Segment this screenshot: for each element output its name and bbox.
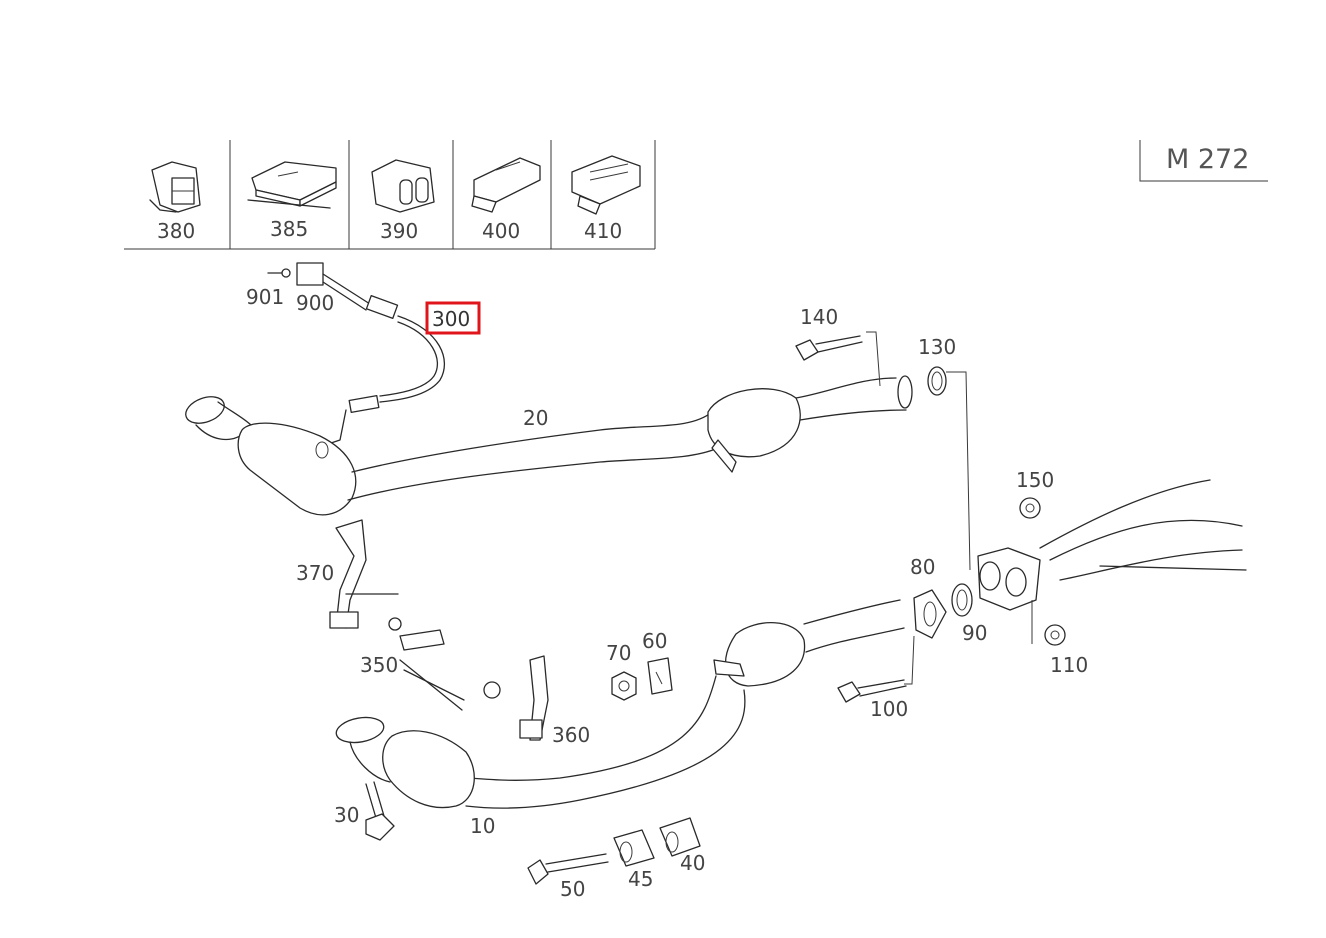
label-60: 60 bbox=[642, 629, 667, 653]
label-80: 80 bbox=[910, 555, 935, 579]
clip-380-label: 380 bbox=[157, 219, 195, 243]
sleeve-45[interactable] bbox=[613, 829, 655, 867]
label-50: 50 bbox=[560, 877, 585, 901]
gasket-80[interactable] bbox=[913, 589, 947, 639]
label-10: 10 bbox=[470, 814, 495, 838]
label-900: 900 bbox=[296, 291, 334, 315]
clip-variant-table: 380 385 390 400 bbox=[124, 140, 656, 250]
label-20: 20 bbox=[523, 406, 548, 430]
oxygen-sensor-300[interactable] bbox=[267, 262, 445, 445]
clip-410-label: 410 bbox=[584, 219, 622, 243]
engine-code: M 272 bbox=[1166, 144, 1249, 175]
highlight-box-300 bbox=[425, 301, 481, 335]
clip-410-icon[interactable] bbox=[571, 155, 641, 215]
label-140: 140 bbox=[800, 305, 838, 329]
label-130: 130 bbox=[918, 335, 956, 359]
bracket-370[interactable] bbox=[329, 519, 399, 629]
engine-code-box: M 272 bbox=[1139, 140, 1268, 182]
nut-70[interactable] bbox=[611, 671, 637, 701]
label-110: 110 bbox=[1050, 653, 1088, 677]
bolt-50[interactable] bbox=[527, 853, 609, 885]
clip-385-icon[interactable] bbox=[247, 161, 337, 209]
label-360: 360 bbox=[552, 723, 590, 747]
rear-pipe-junction[interactable] bbox=[977, 479, 1247, 646]
label-90: 90 bbox=[962, 621, 987, 645]
clip-390-icon[interactable] bbox=[371, 159, 435, 213]
exhaust-pipe-20[interactable] bbox=[182, 331, 971, 571]
label-300[interactable]: 300 bbox=[432, 307, 470, 331]
sleeve-40[interactable] bbox=[659, 817, 701, 857]
label-370: 370 bbox=[296, 561, 334, 585]
bracket-360[interactable] bbox=[519, 655, 549, 741]
clip-380-icon[interactable] bbox=[149, 161, 201, 213]
label-45: 45 bbox=[628, 867, 653, 891]
label-40: 40 bbox=[680, 851, 705, 875]
plate-60[interactable] bbox=[647, 657, 673, 695]
clip-400-icon[interactable] bbox=[471, 157, 541, 213]
clip-390-label: 390 bbox=[380, 219, 418, 243]
exhaust-pipe-10[interactable] bbox=[334, 599, 915, 809]
clip-385-label: 385 bbox=[270, 217, 308, 241]
label-30: 30 bbox=[334, 803, 359, 827]
label-901: 901 bbox=[246, 285, 284, 309]
label-350: 350 bbox=[360, 653, 398, 677]
bolt-30[interactable] bbox=[365, 781, 395, 841]
bracket-350[interactable] bbox=[388, 617, 501, 711]
label-70: 70 bbox=[606, 641, 631, 665]
clip-400-label: 400 bbox=[482, 219, 520, 243]
label-100: 100 bbox=[870, 697, 908, 721]
ring-90[interactable] bbox=[951, 583, 973, 617]
label-150: 150 bbox=[1016, 468, 1054, 492]
